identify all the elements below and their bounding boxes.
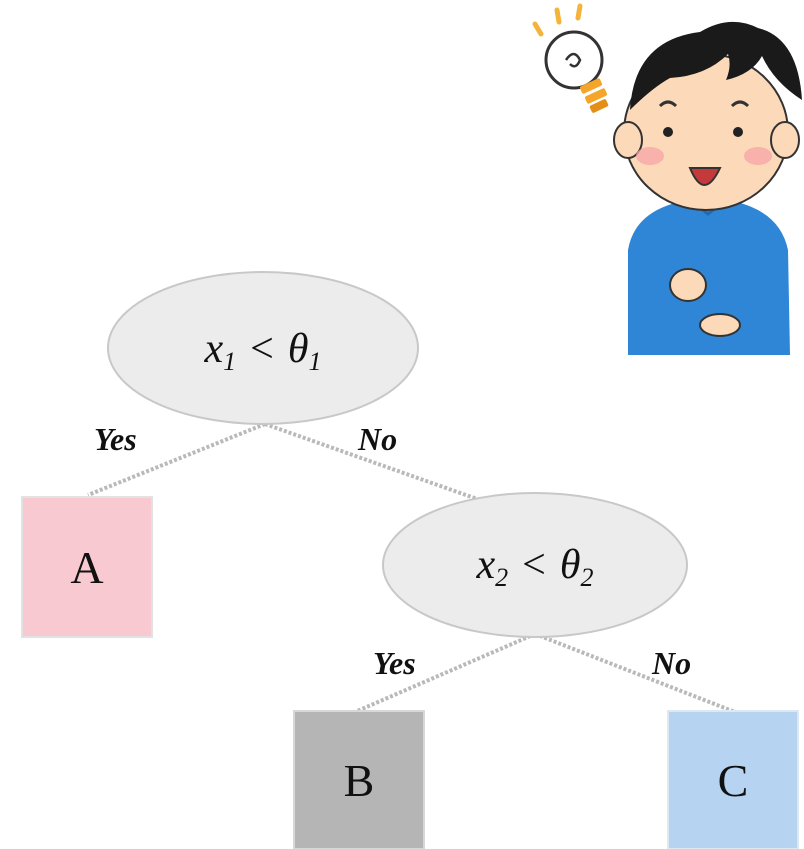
leaf-c: C xyxy=(667,710,799,849)
leaf-b: B xyxy=(293,710,425,849)
edge-root-yes xyxy=(87,422,266,497)
node2-condition: x2<θ2 xyxy=(476,542,594,592)
leaf-c-box xyxy=(667,710,799,849)
lightbulb-icon xyxy=(532,3,609,113)
leaf-a-label: A xyxy=(70,542,103,593)
edge-label-root-yes: Yes xyxy=(94,421,137,457)
root-thr-sub: 1 xyxy=(308,347,321,376)
root-var: x xyxy=(204,326,224,372)
node2-thr: θ xyxy=(560,542,581,588)
node2-var: x xyxy=(476,542,496,588)
leaf-b-label: B xyxy=(344,755,375,806)
node2-thr-sub: 2 xyxy=(580,563,593,592)
leaf-a-box xyxy=(21,496,153,638)
leaf-c-label: C xyxy=(718,755,749,806)
root-op: < xyxy=(250,326,274,372)
boy-hair xyxy=(630,21,802,110)
leaf-b-box xyxy=(293,710,425,849)
edge-label-root-no: No xyxy=(357,421,397,457)
root-decision-node: x1<θ1 xyxy=(107,271,419,425)
boy-shirt xyxy=(628,198,790,355)
boy-mouth xyxy=(688,167,722,186)
leaf-a: A xyxy=(21,496,153,638)
edge-label-node2-no: No xyxy=(651,645,691,681)
boy-hand-left xyxy=(669,268,707,302)
root-node-shape xyxy=(107,271,419,425)
edge-node2-yes xyxy=(354,632,536,714)
tree-edges xyxy=(87,422,736,714)
edge-node2-no xyxy=(534,632,736,714)
node2-var-sub: 2 xyxy=(495,563,508,592)
node2-op: < xyxy=(522,542,546,588)
root-var-sub: 1 xyxy=(223,347,236,376)
root-thr: θ xyxy=(288,326,309,372)
second-decision-node: x2<θ2 xyxy=(382,492,688,638)
node2-shape xyxy=(382,492,688,638)
boy-illustration xyxy=(532,3,802,355)
edge-label-node2-yes: Yes xyxy=(373,645,416,681)
boy-hand-right xyxy=(699,313,741,337)
edge-root-no xyxy=(264,422,481,502)
root-condition: x1<θ1 xyxy=(204,326,322,376)
